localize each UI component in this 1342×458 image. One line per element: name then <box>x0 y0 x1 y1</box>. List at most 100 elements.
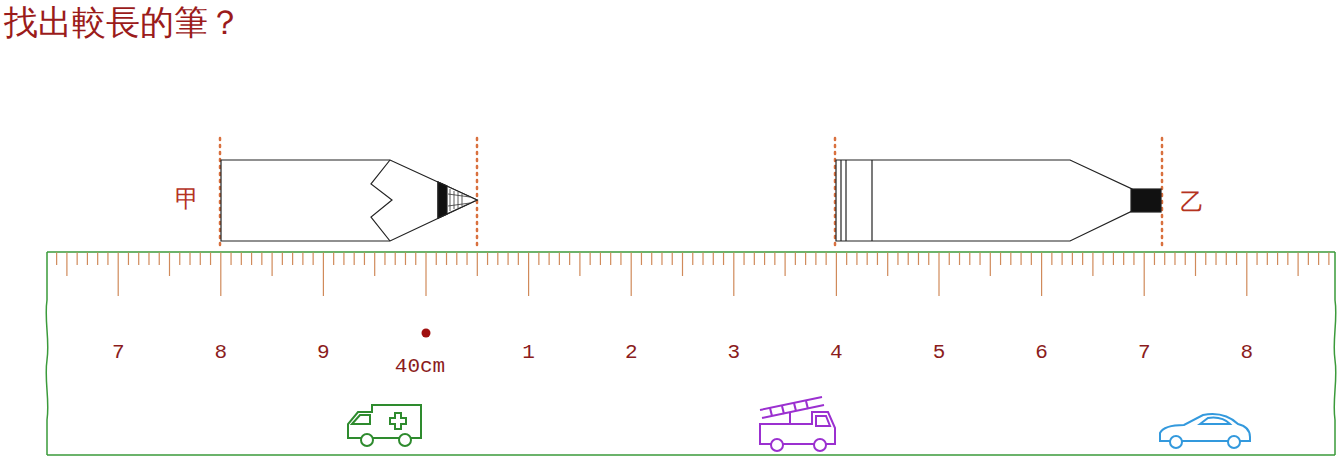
ruler-bottom-edge <box>47 454 1335 456</box>
ruler-tick <box>1256 253 1257 266</box>
origin-dot <box>422 329 431 338</box>
ruler-tick <box>1031 253 1032 266</box>
ruler-tick <box>826 253 827 266</box>
ruler-tick <box>220 253 221 297</box>
ruler-outline <box>46 252 1336 455</box>
ruler-tick <box>1051 253 1052 266</box>
car-icon <box>1160 414 1250 448</box>
pen-tip <box>1131 189 1161 212</box>
pen-label: 乙 <box>1180 190 1204 214</box>
ruler-tick <box>1092 253 1093 277</box>
ruler-tick <box>333 253 334 266</box>
ruler-tick <box>395 253 396 266</box>
ruler-tick <box>292 253 293 266</box>
ruler-number: 9 <box>317 342 330 363</box>
pen <box>836 160 1161 241</box>
ruler-tick <box>979 253 980 266</box>
ruler-tick <box>805 253 806 266</box>
ruler-tick <box>272 253 273 277</box>
ruler-tick <box>897 253 898 266</box>
ruler-tick <box>1328 253 1329 266</box>
ruler-tick <box>97 253 98 266</box>
ruler-tick <box>969 253 970 266</box>
ruler-number: 3 <box>727 342 740 363</box>
ruler-tick <box>374 253 375 277</box>
ruler-tick <box>415 253 416 266</box>
ruler-number: 8 <box>214 342 227 363</box>
ruler-tick <box>836 253 837 297</box>
ruler-ticks <box>57 253 1329 297</box>
ruler-tick <box>1133 253 1134 266</box>
ruler-tick <box>364 253 365 266</box>
ruler-tick <box>600 253 601 266</box>
lead-hatch <box>448 189 470 211</box>
ruler-tick <box>723 253 724 266</box>
ruler-tick <box>302 253 303 266</box>
ruler-tick <box>1185 253 1186 266</box>
ruler-tick <box>1123 253 1124 266</box>
ruler-tick <box>610 253 611 266</box>
ruler-tick <box>672 253 673 266</box>
ruler-tick <box>1082 253 1083 266</box>
ruler-tick <box>241 253 242 266</box>
guide-line <box>476 138 479 250</box>
ruler-tick <box>938 253 939 297</box>
ruler-tick <box>518 253 519 266</box>
ruler-tick <box>1164 253 1165 266</box>
ruler-tick <box>148 253 149 266</box>
ruler-tick <box>1308 253 1309 266</box>
ruler-tick <box>1144 253 1145 297</box>
ruler-tick <box>1277 253 1278 266</box>
ruler-tick <box>446 253 447 266</box>
ruler-tick <box>702 253 703 266</box>
ruler-tick <box>1246 253 1247 297</box>
ruler-tick <box>846 253 847 266</box>
ruler-tick <box>1041 253 1042 297</box>
pen-body <box>836 160 1132 241</box>
ruler-number: 8 <box>1240 342 1253 363</box>
ruler-tick <box>877 253 878 266</box>
ruler-tick <box>354 253 355 266</box>
ruler-tick <box>466 253 467 266</box>
ruler-tick <box>549 253 550 266</box>
ruler-tick <box>1318 253 1319 266</box>
ruler-tick <box>189 253 190 266</box>
ruler-tick <box>1174 253 1175 266</box>
ruler-tick <box>251 253 252 266</box>
pencil-label: 甲 <box>175 187 199 211</box>
ruler-tick <box>743 253 744 266</box>
ruler-tick <box>210 253 211 266</box>
ruler-tick <box>456 253 457 266</box>
ruler-tick <box>754 253 755 266</box>
ruler-left-edge <box>46 252 48 455</box>
ruler-tick <box>1287 253 1288 266</box>
ruler-tick <box>538 253 539 266</box>
ruler-right-edge <box>1334 252 1336 455</box>
ruler-tick <box>1205 253 1206 266</box>
pencil-shaving <box>371 160 392 241</box>
ruler-tick <box>425 253 426 297</box>
ruler-tick <box>641 253 642 266</box>
ruler-tick <box>928 253 929 266</box>
ruler-tick <box>107 253 108 266</box>
ruler-tick <box>477 253 478 277</box>
ruler-tick <box>1113 253 1114 266</box>
ruler-tick <box>230 253 231 266</box>
ruler-number: 7 <box>112 342 125 363</box>
ruler-tick <box>128 253 129 266</box>
ruler-tick <box>138 253 139 266</box>
ruler-tick <box>990 253 991 277</box>
ruler-tick <box>908 253 909 266</box>
ruler-tick <box>1297 253 1298 277</box>
ruler-tick <box>867 253 868 266</box>
title: 找出較長的筆？ <box>4 4 242 41</box>
pencil-body <box>221 160 477 241</box>
ruler-tick <box>1226 253 1227 266</box>
ruler-tick <box>118 253 119 297</box>
ruler-number: 5 <box>933 342 946 363</box>
ruler-tick <box>497 253 498 266</box>
guide-lines <box>220 138 1162 250</box>
fire-truck-icon <box>760 397 835 451</box>
ruler-tick <box>949 253 950 266</box>
